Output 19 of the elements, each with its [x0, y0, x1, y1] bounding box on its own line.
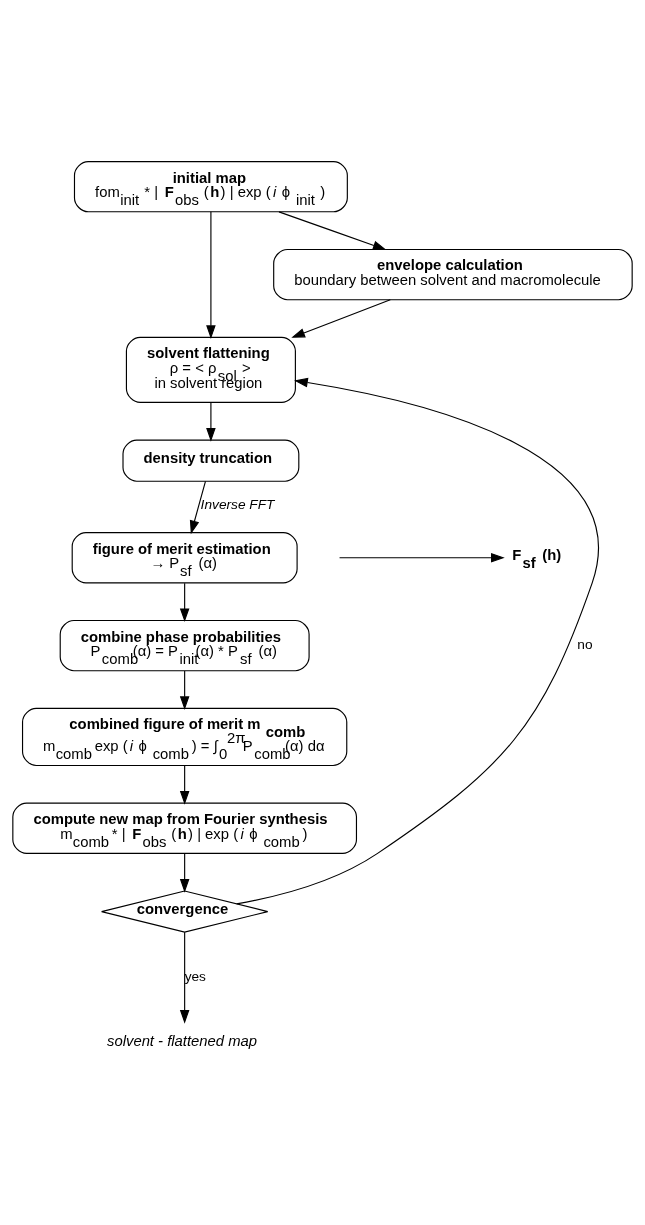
node-diamond: convergence	[101, 890, 269, 933]
arrow	[206, 211, 216, 340]
arrow	[179, 582, 190, 623]
arrow	[291, 299, 391, 338]
edge-label: no	[577, 637, 593, 653]
arrow	[206, 401, 216, 442]
edge-label: yes	[184, 968, 206, 984]
arrow	[236, 377, 599, 905]
node-text: solvent - flattened map	[107, 1032, 258, 1049]
arrow	[189, 480, 207, 535]
edge-label: Inverse FFT	[200, 497, 275, 513]
arrow	[338, 552, 505, 563]
arrow	[179, 765, 190, 805]
arrow	[179, 931, 190, 1024]
node-box: envelope calculation boundary between solvent and macromolecule	[273, 248, 633, 301]
arrow	[278, 211, 387, 250]
arrow	[179, 853, 190, 893]
node-box: density truncation	[122, 439, 300, 482]
arrow	[179, 670, 190, 711]
